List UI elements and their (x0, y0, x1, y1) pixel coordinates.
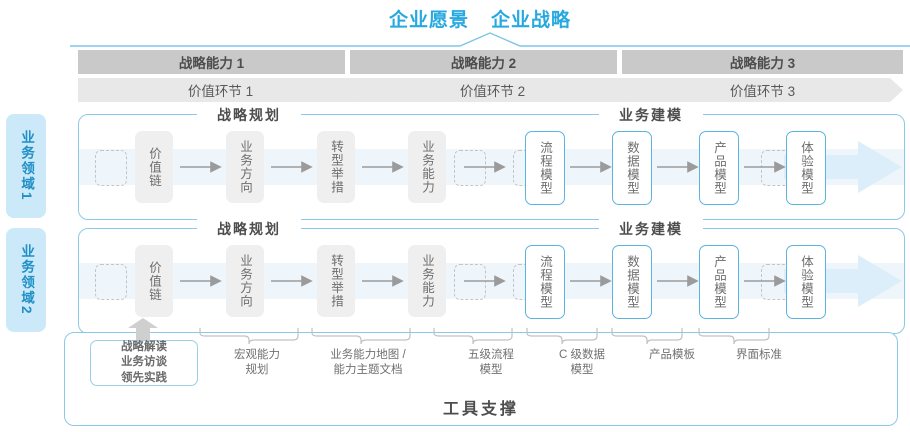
row-2-node-product-model[interactable]: 产品模型 (699, 245, 739, 319)
top-titles: 企业愿景 企业战略 (330, 4, 630, 32)
row-2-arrow-3-icon (362, 275, 404, 287)
peak-connector-icon (70, 32, 910, 47)
tool-brackets-icon (199, 328, 770, 345)
row-2-flow-arrow-icon (784, 255, 902, 307)
row-1-node-process-model[interactable]: 流程模型 (525, 131, 565, 205)
row-2-arrow-2-icon (271, 275, 313, 287)
sidebar-domain-label-1[interactable]: 业务领域 1 (6, 114, 46, 218)
tool-label-3: C 级数据模型 (559, 349, 605, 377)
tool-support-container: 工具支撑 (64, 332, 898, 426)
row-1-node-business-direction[interactable]: 业务方向 (226, 131, 264, 203)
row-1-node-experience-model[interactable]: 体验模型 (786, 131, 826, 205)
row-1-arrow-6-icon (657, 161, 699, 173)
domain-row-1: 战略规划 业务建模 价值链 业务方向 转型举措 业务能力 流程模型 数据模型 产… (78, 105, 905, 220)
value-link-row: 价值环节 1 价值环节 2 价值环节 3 (78, 78, 903, 102)
domain-1-text: 业务领域 (19, 130, 35, 193)
row-2-node-data-model[interactable]: 数据模型 (612, 245, 652, 319)
tool-support-title: 工具支撑 (442, 401, 519, 418)
tool-label-0: 宏观能力规划 (234, 349, 280, 377)
domain-row-2: 战略规划 业务建模 价值链 业务方向 转型举措 业务能力 流程模型 数据模型 产… (78, 219, 905, 334)
capability-bar-row: 战略能力 1 战略能力 2 战略能力 3 (78, 50, 903, 74)
value-link-cell-2[interactable]: 价值环节 2 (350, 78, 635, 102)
row-1-arrow-5-icon (570, 161, 612, 173)
row-2-node-experience-model[interactable]: 体验模型 (786, 245, 826, 319)
tool-label-5: 界面标准 (736, 349, 782, 361)
row-2-section-modeling: 业务建模 (599, 219, 703, 239)
row-2-node-transformation[interactable]: 转型举措 (317, 245, 355, 317)
row-2-node-value-chain[interactable]: 价值链 (135, 245, 173, 317)
value-link-cell-3[interactable]: 价值环节 3 (622, 78, 903, 102)
capability-cell-1[interactable]: 战略能力 1 (78, 50, 345, 74)
row-2-ghost-1 (454, 264, 486, 300)
row-1-arrow-2-icon (271, 161, 313, 173)
row-1-node-product-model[interactable]: 产品模型 (699, 131, 739, 205)
row-2-arrow-6-icon (657, 275, 699, 287)
sidebar-domain-label-2[interactable]: 业务领域 2 (6, 228, 46, 332)
tool-label-2: 五级流程模型 (468, 349, 514, 377)
row-1-arrow-7-icon (744, 161, 786, 173)
tool-up-arrow-icon (128, 318, 158, 344)
capability-cell-2[interactable]: 战略能力 2 (350, 50, 617, 74)
tool-label-1: 业务能力地图 /能力主题文档 (330, 349, 406, 377)
domain-1-number: 1 (19, 192, 35, 202)
row-1-node-business-capability[interactable]: 业务能力 (408, 131, 446, 203)
row-1-arrow-4-icon (464, 161, 506, 173)
row-2-node-business-capability[interactable]: 业务能力 (408, 245, 446, 317)
row-2-section-planning: 战略规划 (197, 219, 301, 239)
row-1-section-planning: 战略规划 (197, 105, 301, 125)
row-2-arrow-1-icon (180, 275, 222, 287)
row-1-node-value-chain[interactable]: 价值链 (135, 131, 173, 203)
enterprise-vision-title: 企业愿景 (388, 9, 469, 31)
domain-2-text: 业务领域 (19, 244, 35, 307)
tool-label-4: 产品模板 (649, 349, 695, 361)
row-1-arrow-1-icon (180, 161, 222, 173)
domain-2-number: 2 (19, 306, 35, 316)
row-2-node-business-direction[interactable]: 业务方向 (226, 245, 264, 317)
row-1-section-modeling: 业务建模 (599, 105, 703, 125)
row-2-ghost-0 (95, 264, 127, 300)
row-2-arrow-5-icon (570, 275, 612, 287)
row-2-arrow-7-icon (744, 275, 786, 287)
enterprise-strategy-title: 企业战略 (491, 9, 572, 31)
tool-first-box-text: 战略解读业务访谈领先实践 (121, 340, 167, 384)
row-1-node-data-model[interactable]: 数据模型 (612, 131, 652, 205)
row-1-arrow-3-icon (362, 161, 404, 173)
row-2-arrow-4-icon (464, 275, 506, 287)
row-2-node-process-model[interactable]: 流程模型 (525, 245, 565, 319)
row-1-node-transformation[interactable]: 转型举措 (317, 131, 355, 203)
row-1-flow-arrow-icon (784, 141, 902, 193)
capability-cell-3[interactable]: 战略能力 3 (622, 50, 903, 74)
tool-first-box[interactable]: 战略解读业务访谈领先实践 (90, 340, 198, 386)
value-link-cell-1[interactable]: 价值环节 1 (78, 78, 363, 102)
row-1-ghost-0 (95, 150, 127, 186)
row-1-ghost-1 (454, 150, 486, 186)
